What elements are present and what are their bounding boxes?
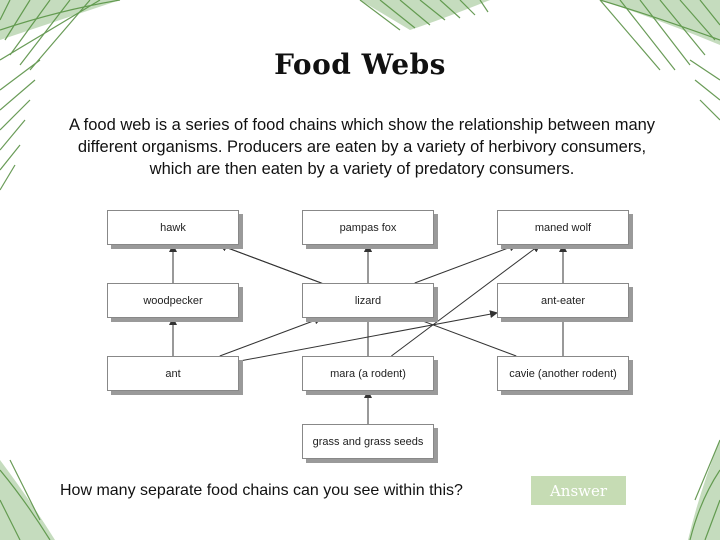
- node-maned-wolf: maned wolf: [497, 210, 629, 245]
- node-ant-eater: ant-eater: [497, 283, 629, 318]
- question-text: How many separate food chains can you se…: [60, 482, 463, 499]
- node-grass: grass and grass seeds: [302, 424, 434, 459]
- node-ant: ant: [107, 356, 239, 391]
- link-mara-to-maned_wolf: [391, 244, 541, 357]
- page-title: Food Webs: [274, 48, 446, 81]
- link-ant-to-lizard: [219, 316, 323, 357]
- link-ant-to-ant_eater: [238, 310, 498, 362]
- intro-paragraph: A food web is a series of food chains wh…: [68, 116, 656, 178]
- answer-button[interactable]: Answer: [531, 476, 626, 505]
- node-lizard: lizard: [302, 283, 434, 318]
- link-lizard-to-maned_wolf: [414, 243, 518, 284]
- node-mara: mara (a rodent): [302, 356, 434, 391]
- node-woodpecker: woodpecker: [107, 283, 239, 318]
- node-hawk: hawk: [107, 210, 239, 245]
- node-cavie: cavie (another rodent): [497, 356, 629, 391]
- node-pampas-fox: pampas fox: [302, 210, 434, 245]
